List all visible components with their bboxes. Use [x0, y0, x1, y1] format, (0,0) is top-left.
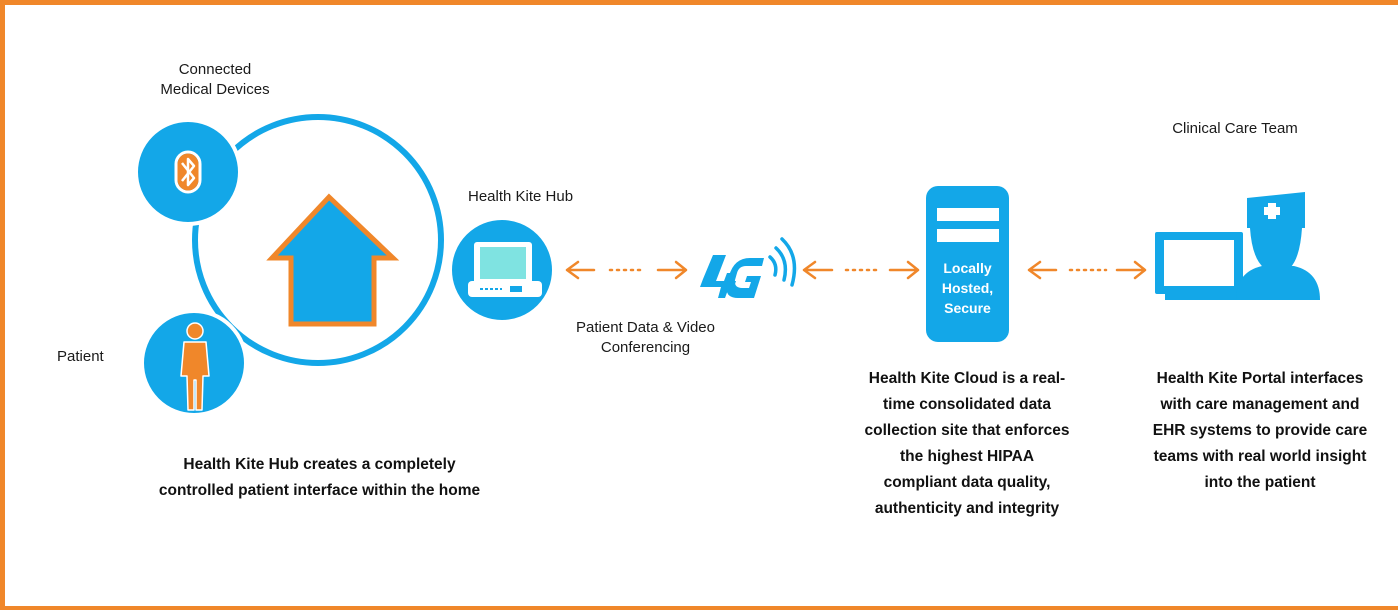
hub-description: Health Kite Hub creates a completely con… [158, 456, 481, 499]
portal-description: Health Kite Portal interfaces with care … [1152, 370, 1368, 491]
hub-tablet-icon [448, 216, 556, 324]
patient-icon [140, 309, 248, 417]
server-icon [926, 186, 1009, 342]
4g-icon [700, 237, 797, 298]
server-caption: Locally Hosted, Secure [941, 260, 994, 316]
clinical-team-label: Clinical Care Team [1172, 120, 1298, 137]
bluetooth-icon [134, 118, 242, 226]
nurse-computer-icon [1155, 192, 1320, 300]
patient-data-label: Patient Data & Video Conferencing [576, 319, 715, 356]
house-icon [266, 193, 400, 327]
hub-label: Health Kite Hub [468, 188, 574, 205]
bidirectional-arrow-icon [565, 260, 1147, 280]
home-circle [192, 114, 444, 366]
cloud-description: Health Kite Cloud is a real-time consoli… [864, 370, 1070, 517]
connected-devices-label: Connected Medical Devices [160, 61, 270, 98]
patient-label: Patient [57, 348, 104, 365]
